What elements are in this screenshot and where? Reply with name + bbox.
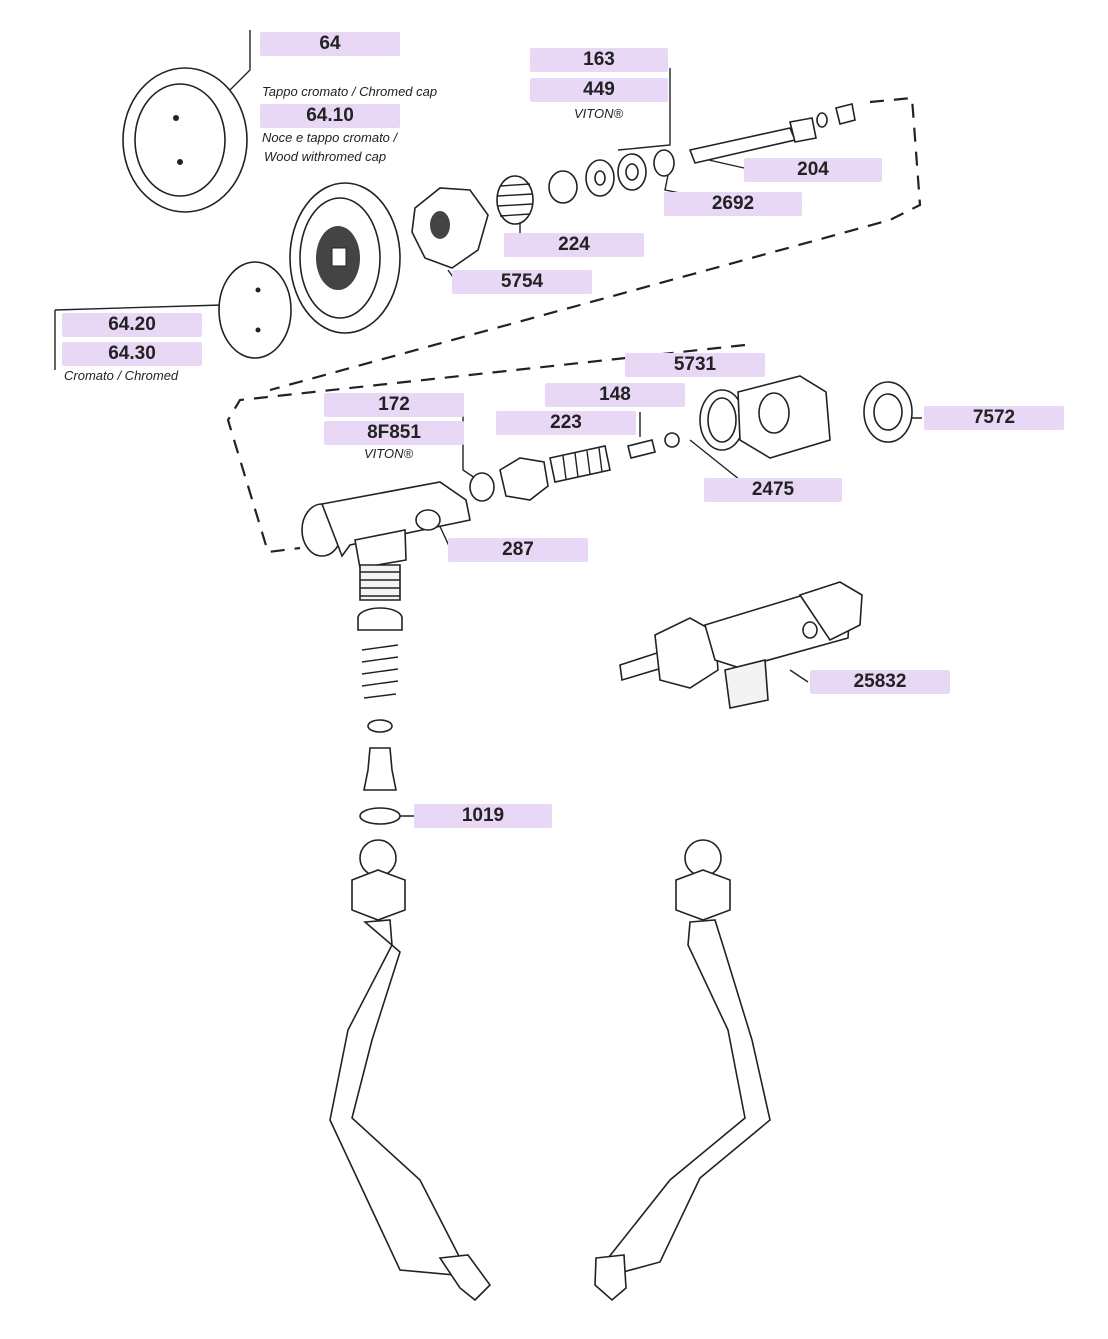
stem-204: [688, 103, 856, 164]
label-204: 204: [744, 158, 882, 182]
label-64-20: 64.20: [62, 313, 202, 337]
chromed-cap-64: [122, 67, 248, 213]
lower-assembly-boundary: [226, 343, 746, 554]
label-163: 163: [530, 48, 668, 72]
label-172: 172: [324, 393, 464, 417]
bushing-part: [548, 170, 578, 204]
note-chromed-cap: Tappo cromato / Chromed cap: [262, 84, 438, 99]
label-223: 223: [496, 411, 636, 435]
note-wood-cap-2: Wood withromed cap: [264, 149, 387, 164]
note-chromed: Cromato / Chromed: [64, 368, 179, 383]
hex-nut-5754: [411, 187, 489, 269]
washers-163-449: [585, 153, 647, 197]
steam-wand-left: [329, 839, 492, 1302]
label-2692: 2692: [664, 192, 802, 216]
label-64: 64: [260, 32, 400, 56]
washer-172: [469, 472, 495, 502]
label-7572: 7572: [924, 406, 1064, 430]
nut-7572: [863, 381, 913, 443]
washer-2692: [653, 149, 675, 177]
ball-2475: [664, 432, 680, 448]
steam-wand-right: [594, 839, 771, 1302]
spring-148: [627, 439, 656, 459]
valve-cage: [499, 457, 549, 501]
label-287: 287: [448, 538, 588, 562]
note-viton-2: VITON®: [364, 446, 414, 461]
note-viton-1: VITON®: [574, 106, 624, 121]
label-8F851: 8F851: [324, 421, 464, 445]
label-148: 148: [545, 383, 685, 407]
spring-224: [496, 175, 534, 225]
label-5731: 5731: [625, 353, 765, 377]
label-224: 224: [504, 233, 644, 257]
label-449: 449: [530, 78, 668, 102]
upper-assembly-boundary: [269, 96, 922, 392]
label-1019: 1019: [414, 804, 552, 828]
label-64-30: 64.30: [62, 342, 202, 366]
label-5754: 5754: [452, 270, 592, 294]
valve-assembly-25832: [619, 581, 863, 709]
flange-5731: [699, 375, 831, 459]
note-wood-cap-1: Noce e tappo cromato /: [262, 130, 398, 145]
spring-223: [549, 445, 611, 483]
valve-body: [301, 481, 471, 601]
cap-disc-64-20: [218, 261, 292, 359]
label-25832: 25832: [810, 670, 950, 694]
label-2475: 2475: [704, 478, 842, 502]
lower-stack: [357, 607, 403, 825]
label-64-10: 64.10: [260, 104, 400, 128]
wood-knob-64-10: [289, 182, 401, 334]
